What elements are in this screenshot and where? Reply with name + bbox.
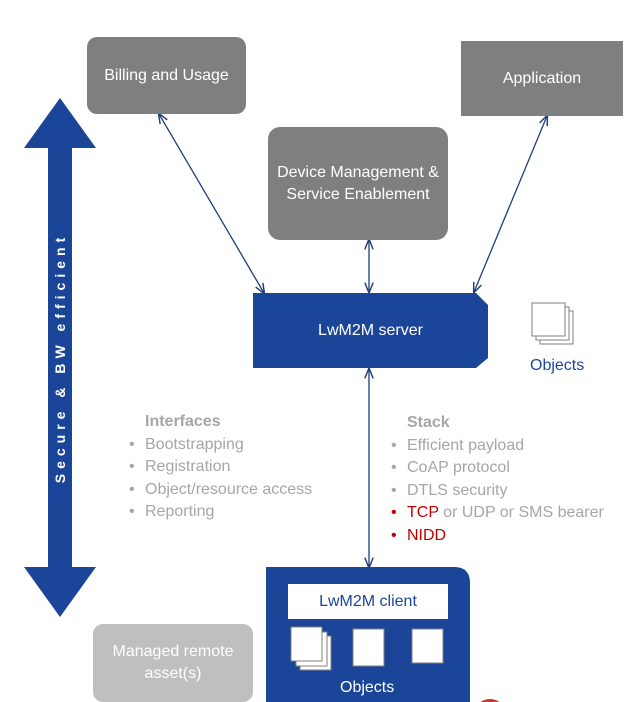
client-object-icon-2 (352, 628, 385, 667)
objects-label-server: Objects (530, 357, 585, 374)
objects-stack-icon-server (531, 302, 574, 345)
objects-stack-icon-client (290, 626, 332, 671)
billing-usage-label: Billing and Usage (104, 66, 229, 84)
interfaces-item: Bootstrapping (127, 434, 312, 457)
secure-bw-label: Secure & BW efficient (52, 232, 68, 484)
application-box: Application (461, 41, 623, 116)
stack-item-nidd: NIDD (389, 525, 604, 548)
device-management-label: Device Management & Service Enablement (277, 163, 439, 203)
interfaces-section: Interfaces Bootstrapping Registration Ob… (127, 411, 312, 524)
stack-section: Stack Efficient payload CoAP protocol DT… (389, 412, 604, 547)
stack-bearer-highlight: TCP (407, 504, 439, 521)
corner-badge-icon (480, 699, 500, 702)
interfaces-heading: Interfaces (145, 413, 221, 430)
billing-usage-box: Billing and Usage (87, 37, 246, 114)
client-object-icon-3 (411, 628, 444, 664)
interfaces-list: Bootstrapping Registration Object/resour… (127, 434, 312, 524)
stack-item: CoAP protocol (389, 457, 604, 480)
stack-bearer-rest: or UDP or SMS bearer (438, 504, 604, 521)
application-label: Application (502, 69, 582, 87)
application-server-connector (474, 116, 547, 292)
stack-item-bearer: TCP or UDP or SMS bearer (389, 502, 604, 525)
lwm2m-server-shape (253, 293, 488, 368)
stack-heading: Stack (407, 414, 450, 431)
stack-list: Efficient payload CoAP protocol DTLS sec… (389, 435, 604, 548)
managed-asset-label: Managed remote asset(s) (112, 643, 234, 682)
billing-server-connector (159, 114, 264, 293)
stack-item: Efficient payload (389, 435, 604, 458)
stack-item: DTLS security (389, 480, 604, 503)
device-management-box: Device Management & Service Enablement (268, 127, 448, 240)
interfaces-item: Object/resource access (127, 479, 312, 502)
interfaces-item: Reporting (127, 501, 312, 524)
lwm2m-server-box: LwM2M server (253, 293, 488, 368)
lwm2m-client-box: LwM2M client (288, 584, 448, 619)
objects-label-client: Objects (340, 679, 395, 696)
lwm2m-client-label: LwM2M client (319, 592, 417, 610)
managed-asset-box: Managed remote asset(s) (93, 624, 253, 702)
secure-bw-double-arrow (24, 98, 96, 617)
lwm2m-server-label: LwM2M server (318, 321, 423, 339)
interfaces-item: Registration (127, 456, 312, 479)
